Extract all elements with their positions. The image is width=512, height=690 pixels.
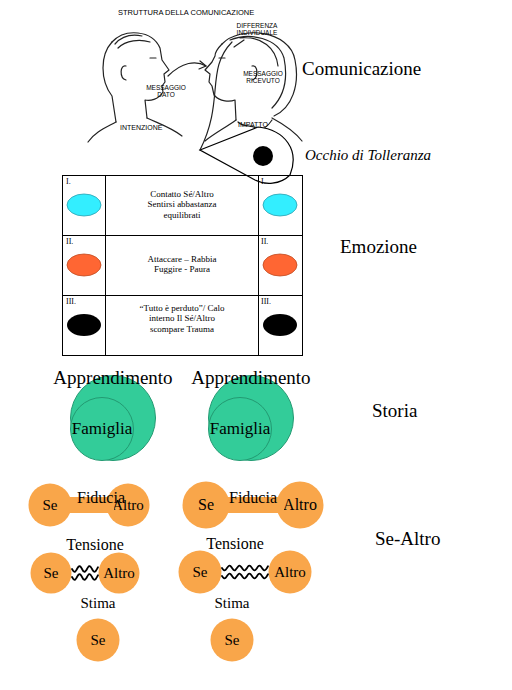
calm-ellipse (263, 194, 297, 216)
fight-ellipse (67, 254, 101, 276)
circle-node: Se (182, 481, 230, 529)
circle-node: StimaSe (210, 618, 254, 662)
emotion-table (63, 176, 303, 356)
left-shoulders (88, 118, 182, 142)
circle-shape (209, 398, 272, 461)
roman-numeral: I. (66, 177, 71, 186)
table-frame (63, 176, 303, 356)
tension-wave (222, 566, 268, 579)
table-rule (258, 176, 259, 356)
circle-shape (179, 551, 222, 594)
section-label: Emozione (340, 236, 417, 258)
illustration-note: MESSAGGIO DATO (146, 84, 186, 99)
table-cell: “Tutto è perduto”/ Calo interno Il Sé/Al… (138, 303, 226, 334)
eye-label: Occhio di Tolleranza (305, 147, 431, 164)
edge-label: Tensione (206, 535, 264, 553)
circle-node: Altro (98, 552, 140, 594)
table-cell: Contatto Sé/Altro Sentirsi abbastanza eq… (138, 189, 226, 220)
roman-numeral: II. (261, 237, 268, 246)
tolerance-pupil (253, 146, 273, 166)
left-head (112, 33, 169, 118)
roman-numeral: III. (261, 297, 271, 306)
node-label: Apprendimento (191, 368, 310, 389)
left-ear (121, 66, 126, 80)
circle-node: StimaSe (76, 618, 120, 662)
circle-node: ApprendimentoFamiglia (208, 375, 294, 461)
left-hair (115, 35, 150, 48)
table-cell: Attaccare – Rabbia Fuggire - Paura (138, 254, 226, 275)
node-label: Altro (283, 496, 317, 514)
fight-ellipse (263, 254, 297, 276)
circle-shape (71, 398, 134, 461)
illustration-note: DIFFERENZA INDIVIDUALE (232, 22, 282, 37)
tension-wave (72, 566, 98, 580)
circle-node: Famiglia (70, 397, 134, 461)
trauma-ellipse (67, 314, 101, 336)
table-rule (63, 235, 303, 236)
roman-numeral: II. (66, 237, 73, 246)
tolerance-eye (200, 127, 293, 183)
circle-shape (211, 619, 254, 662)
table-rule (105, 176, 106, 356)
message-curve (168, 63, 206, 76)
node-label: Famiglia (210, 420, 270, 439)
node-label: Altro (274, 564, 306, 581)
illustration-note: IMPATTO (238, 121, 268, 129)
circle-node: Famiglia (208, 397, 272, 461)
edge-label: Fiducia (77, 489, 125, 507)
left-eye (150, 57, 156, 58)
node-label: Se (44, 565, 59, 582)
right-head (205, 44, 236, 120)
circle-shape (29, 484, 72, 527)
illustration-title: STRUTTURA DELLA COMUNICAZIONE (118, 9, 254, 18)
right-hair (222, 33, 296, 116)
section-label: Comunicazione (302, 58, 421, 80)
node-label: Altro (103, 565, 135, 582)
circle-shape (269, 551, 312, 594)
trauma-ellipse (263, 314, 297, 336)
left-head-back (103, 42, 116, 122)
node-label: Apprendimento (53, 368, 172, 389)
illustration-note: MESSAGGIO RICEVUTO (238, 70, 288, 85)
node-label: Se (193, 564, 208, 581)
node-label: Se (225, 632, 240, 649)
difference-curve (200, 42, 232, 150)
message-arrow-head (199, 61, 206, 69)
right-collar (238, 120, 272, 129)
node-label: Se (91, 632, 106, 649)
circle-shape (99, 553, 140, 594)
circle-node: Se (178, 550, 222, 594)
illustration-note: INTENZIONE (120, 124, 162, 132)
node-heading: Stima (80, 595, 115, 612)
edge-label: Tensione (66, 536, 124, 554)
difference-pointer (234, 40, 244, 47)
roman-numeral: III. (66, 297, 76, 306)
section-label: Storia (372, 400, 417, 422)
edge-label: Fiducia (229, 489, 277, 507)
section-label: Se-Altro (375, 528, 440, 550)
circle-shape (71, 376, 156, 461)
node-label: Se (198, 496, 214, 514)
node-label: Famiglia (72, 420, 132, 439)
circle-shape (209, 376, 294, 461)
circle-node: Se (28, 483, 72, 527)
node-label: Se (43, 497, 58, 514)
circle-shape (183, 482, 230, 529)
calm-ellipse (67, 194, 101, 216)
circle-node: ApprendimentoFamiglia (70, 375, 156, 461)
circle-shape (77, 619, 120, 662)
circle-shape (31, 553, 72, 594)
circle-node: Altro (268, 550, 312, 594)
table-rule (63, 295, 303, 296)
circle-node: Altro (276, 481, 324, 529)
circle-node: Se (30, 552, 72, 594)
circle-shape (277, 482, 324, 529)
node-heading: Stima (214, 595, 249, 612)
roman-numeral: I. (261, 177, 266, 186)
